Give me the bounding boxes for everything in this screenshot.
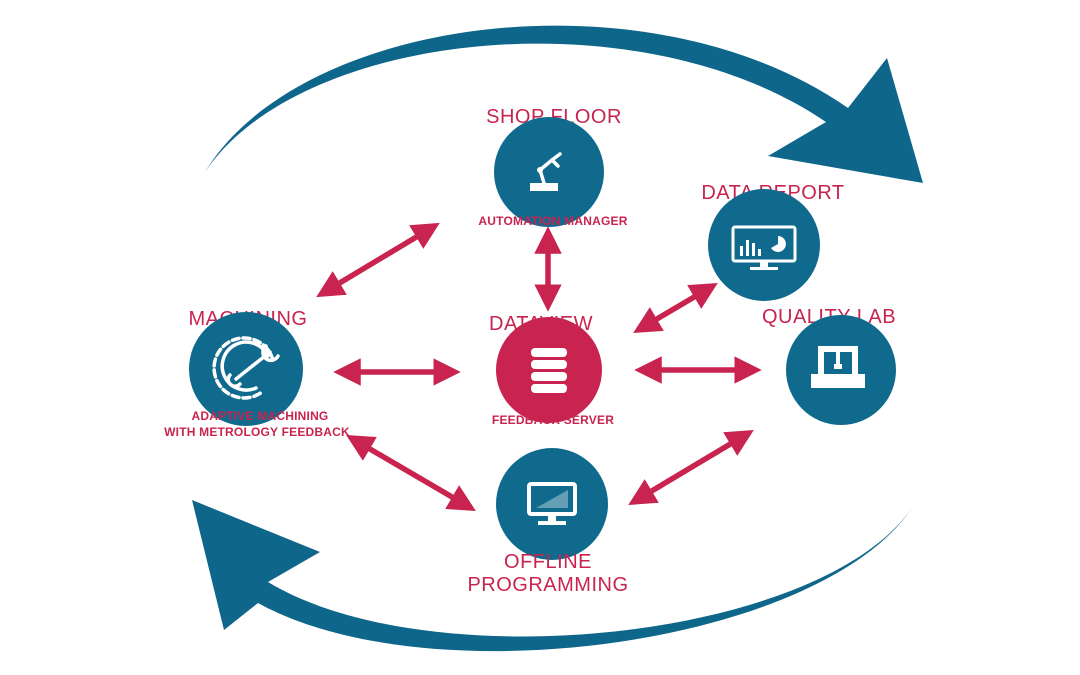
robot-arm-icon	[530, 152, 562, 191]
arrow-offline-qualitylab	[628, 429, 754, 506]
bottom-cycle-arrow	[192, 500, 912, 652]
database-icon	[531, 348, 567, 393]
top-cycle-arrow	[205, 25, 923, 183]
monitor-icon	[527, 482, 577, 525]
cmm-machine-icon	[811, 346, 865, 388]
offline-title-line2: PROGRAMMING	[467, 574, 629, 596]
machining-subtitle-line1: ADAPTIVE MACHINING	[191, 409, 329, 423]
monitor-chart-icon	[731, 225, 797, 270]
arrow-machining-shopfloor	[316, 222, 440, 298]
offline-title-line1: OFFLINE	[504, 551, 592, 573]
dataview-subtitle: FEEDBACK SERVER	[491, 413, 615, 427]
machining-subtitle-line2: WITH METROLOGY FEEDBACK	[164, 425, 350, 439]
shop-floor-subtitle: AUTOMATION MANAGER	[478, 214, 628, 228]
arrow-machining-offline	[346, 435, 476, 511]
arrow-dataview-datareport	[633, 283, 718, 333]
gear-wrench-icon	[212, 336, 280, 400]
shop-floor-title: SHOP FLOOR	[486, 106, 622, 128]
